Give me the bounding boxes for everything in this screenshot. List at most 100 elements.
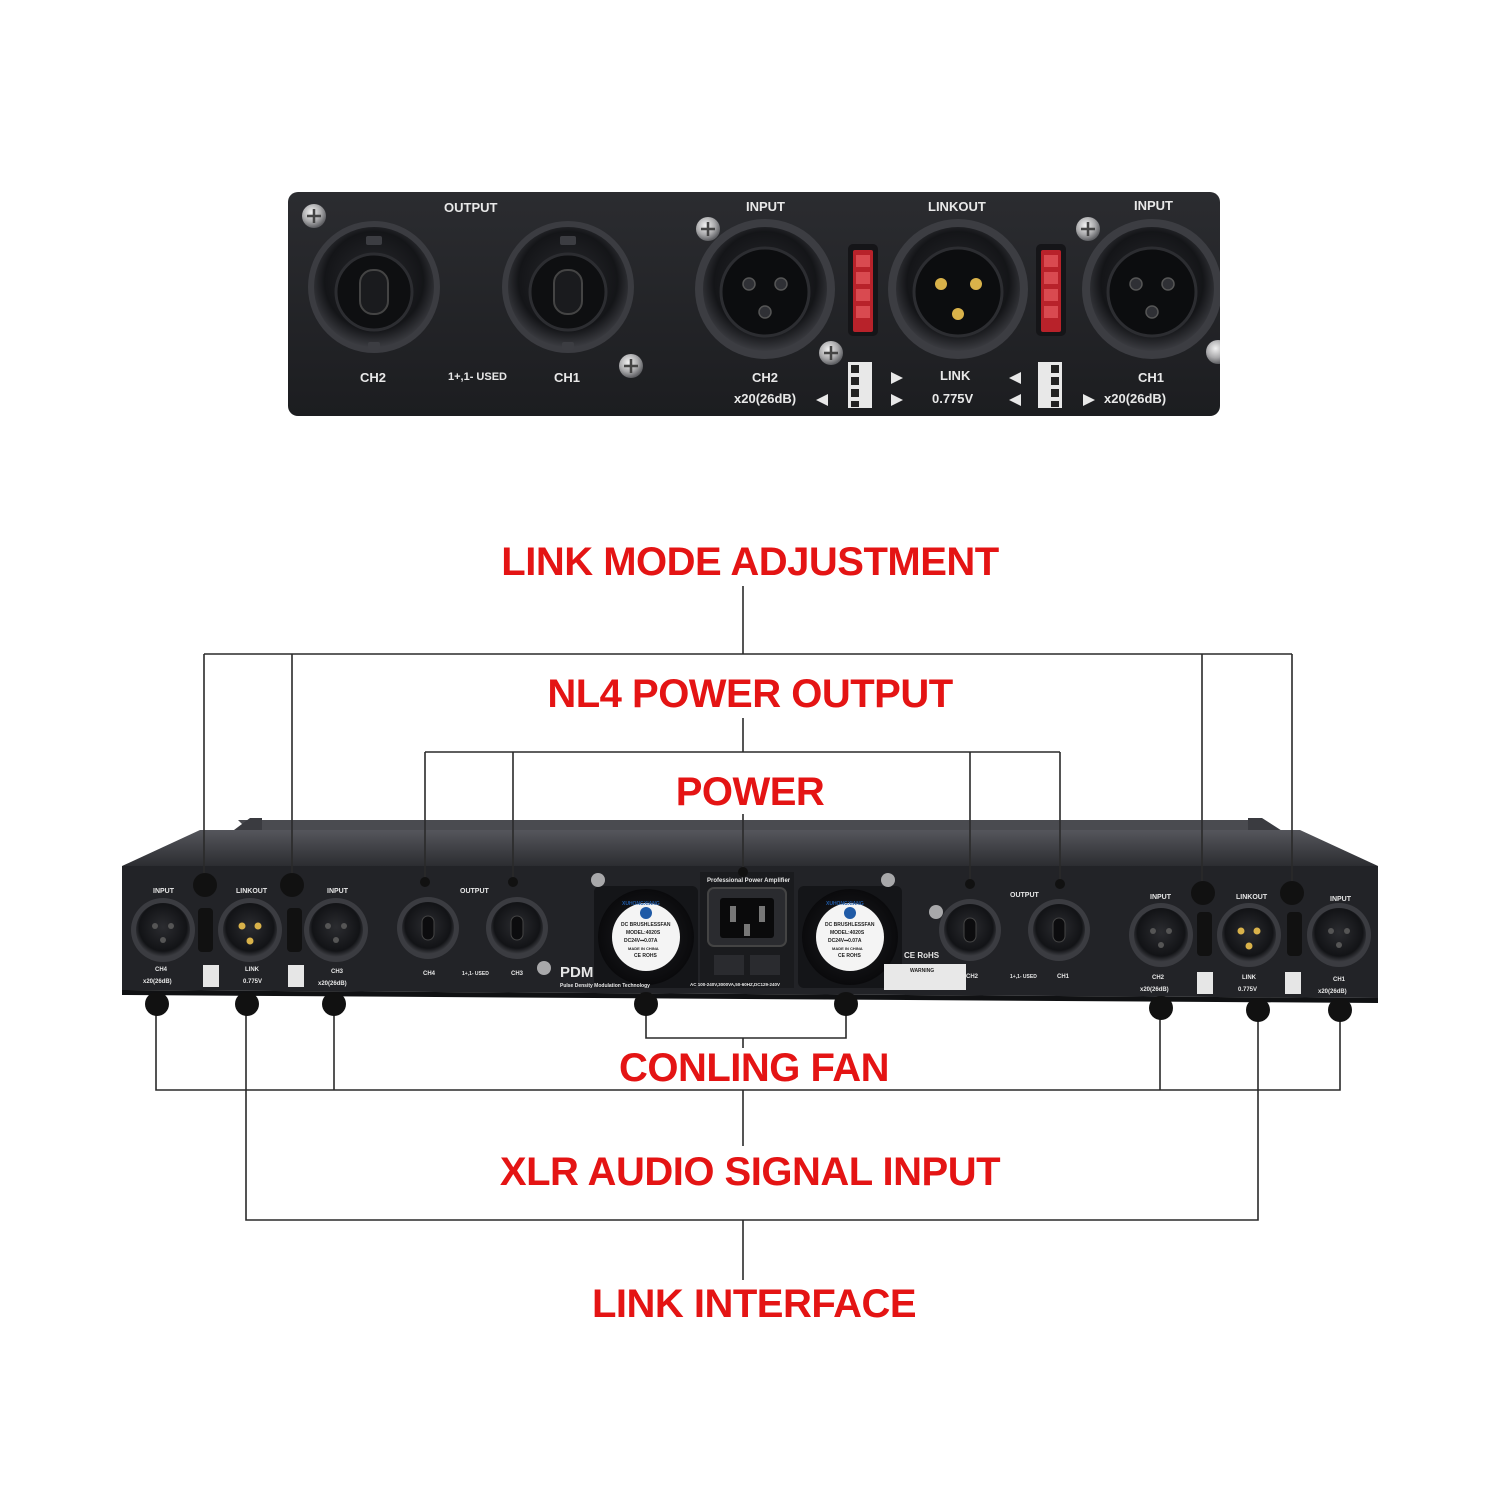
warning-text: WARNING [910, 968, 934, 974]
xlr-link-output-right[interactable] [1217, 903, 1281, 967]
closeup-panel: OUTPUT CH2 1+,1- USED CH1 INPUT CH2 x20(… [288, 192, 1230, 416]
svg-text:CE ROHS: CE ROHS [838, 953, 861, 959]
svg-text:DC24V⎓0.07A: DC24V⎓0.07A [624, 938, 658, 944]
dip-switch-ch2[interactable] [1197, 912, 1212, 956]
ch1-output-label: CH1 [1057, 974, 1070, 980]
xlr-input-ch3[interactable] [304, 898, 368, 962]
xlr-input-ch2[interactable] [1129, 903, 1193, 967]
gain-dip-indicator [203, 965, 1301, 994]
callout-power: POWER [675, 770, 825, 814]
nl4-output-ch4[interactable] [397, 897, 459, 959]
nl4-output-ch2[interactable] [308, 221, 440, 353]
nl4-output-ch1[interactable] [1028, 899, 1090, 961]
svg-text:CE ROHS: CE ROHS [634, 953, 657, 959]
svg-text:MODEL:4020S: MODEL:4020S [830, 930, 865, 936]
dip-switch-ch4[interactable] [198, 908, 213, 952]
used-left-note: 1+,1- USED [462, 971, 489, 977]
callout-cooling-fan: CONLING FAN [618, 1046, 890, 1090]
ch2-output-label: CH2 [360, 370, 387, 385]
dip-switch-left[interactable] [848, 244, 878, 336]
ch4-label: CH4 [155, 967, 168, 973]
ch3-output-label: CH3 [511, 971, 524, 977]
xlr-link-output-left[interactable] [218, 898, 282, 962]
svg-text:MADE IN CHINA: MADE IN CHINA [832, 946, 863, 951]
ch1-gain-label: x20(26dB) [1318, 989, 1347, 995]
xlr-input-ch1[interactable] [1307, 903, 1371, 967]
power-spec: AC 100-240V,3000VA,50-60HZ,DC129-240V [690, 982, 780, 987]
ch3-label: CH3 [331, 969, 344, 975]
ch2-gain-label: x20(26dB) [734, 391, 797, 406]
output-left-label: OUTPUT [460, 888, 490, 895]
input-ch1-label: INPUT [1330, 896, 1352, 903]
gain-dip-indicator [848, 362, 1062, 408]
xlr-input-ch1[interactable] [1082, 219, 1222, 359]
amp-title: Professional Power Amplifier [707, 878, 791, 884]
closeup-panel-art [302, 204, 1230, 408]
svg-text:XUHONGXIANG: XUHONGXIANG [622, 901, 660, 907]
callout-link-interface: LINK INTERFACE [591, 1282, 917, 1326]
ch4-output-label: CH4 [423, 971, 436, 977]
ch4-gain-label: x20(26dB) [143, 979, 172, 985]
cert-marks: CE RoHS [904, 951, 940, 960]
brand-subtitle: Pulse Density Modulation Technology [560, 983, 650, 989]
dip-switch-ch3[interactable] [287, 908, 302, 952]
linkout-left-label: LINKOUT [236, 888, 268, 895]
link-left-label: LINK [245, 967, 260, 973]
linkout-right-label: LINKOUT [1236, 894, 1268, 901]
input-ch4-label: INPUT [153, 888, 175, 895]
input-ch2-label: INPUT [1150, 894, 1172, 901]
nl4-output-ch1[interactable] [502, 221, 634, 353]
ch3-gain-label: x20(26dB) [318, 981, 347, 987]
ch1-input-label: CH1 [1138, 370, 1165, 385]
fan-label-left: XUHONGXIANG DC BRUSHLESSFAN MODEL:4020S … [621, 901, 671, 959]
input-ch3-label: INPUT [327, 888, 349, 895]
svg-text:DC24V⎓0.07A: DC24V⎓0.07A [828, 938, 862, 944]
link-level-label: 0.775V [932, 391, 974, 406]
cooling-fan-left [594, 886, 698, 988]
link-right-level: 0.775V [1238, 987, 1257, 993]
xlr-input-ch4[interactable] [131, 898, 195, 962]
nl4-output-ch2[interactable] [939, 899, 1001, 961]
screw-icon [537, 873, 943, 975]
xlr-input-ch2[interactable] [695, 219, 835, 359]
power-inlet[interactable] [700, 872, 794, 988]
ch2-gain-label: x20(26dB) [1140, 987, 1169, 993]
warning-label [884, 964, 966, 990]
svg-text:MADE IN CHINA: MADE IN CHINA [628, 946, 659, 951]
callout-nl4-output: NL4 POWER OUTPUT [547, 672, 953, 716]
dip-switch-right[interactable] [1036, 244, 1066, 336]
cooling-fan-right [798, 886, 902, 988]
ch2-label: CH2 [1152, 975, 1165, 981]
ch1-output-label: CH1 [554, 370, 581, 385]
ch1-label: CH1 [1333, 977, 1346, 983]
link-label: LINK [940, 368, 971, 383]
link-left-level: 0.775V [243, 979, 262, 985]
xlr-link-output[interactable] [888, 219, 1028, 359]
callout-dot [145, 867, 1352, 1022]
nl4-output-ch3[interactable] [486, 897, 548, 959]
input-left-label: INPUT [746, 199, 785, 214]
dip-switch-ch1[interactable] [1287, 912, 1302, 956]
svg-text:MODEL:4020S: MODEL:4020S [626, 930, 661, 936]
svg-text:XUHONGXIANG: XUHONGXIANG [826, 901, 864, 907]
output-label: OUTPUT [444, 200, 498, 215]
used-right-note: 1+,1- USED [1010, 974, 1037, 980]
callout-link-mode: LINK MODE ADJUSTMENT [501, 540, 999, 584]
svg-text:DC BRUSHLESSFAN: DC BRUSHLESSFAN [621, 922, 671, 928]
link-right-label: LINK [1242, 975, 1257, 981]
ch1-gain-label: x20(26dB) [1104, 391, 1167, 406]
input-right-label: INPUT [1134, 198, 1173, 213]
ch2-input-label: CH2 [752, 370, 779, 385]
ch2-output-label: CH2 [966, 974, 979, 980]
svg-text:DC BRUSHLESSFAN: DC BRUSHLESSFAN [825, 922, 875, 928]
output-right-label: OUTPUT [1010, 892, 1040, 899]
arrow-icon [816, 372, 1095, 406]
used-note: 1+,1- USED [448, 371, 507, 383]
brand-logo: PDM [560, 964, 593, 981]
callout-dot [193, 873, 1304, 905]
callout-xlr-input: XLR AUDIO SIGNAL INPUT [499, 1150, 1001, 1194]
linkout-label: LINKOUT [928, 199, 986, 214]
fan-label-right: XUHONGXIANG DC BRUSHLESSFAN MODEL:4020S … [825, 901, 875, 959]
